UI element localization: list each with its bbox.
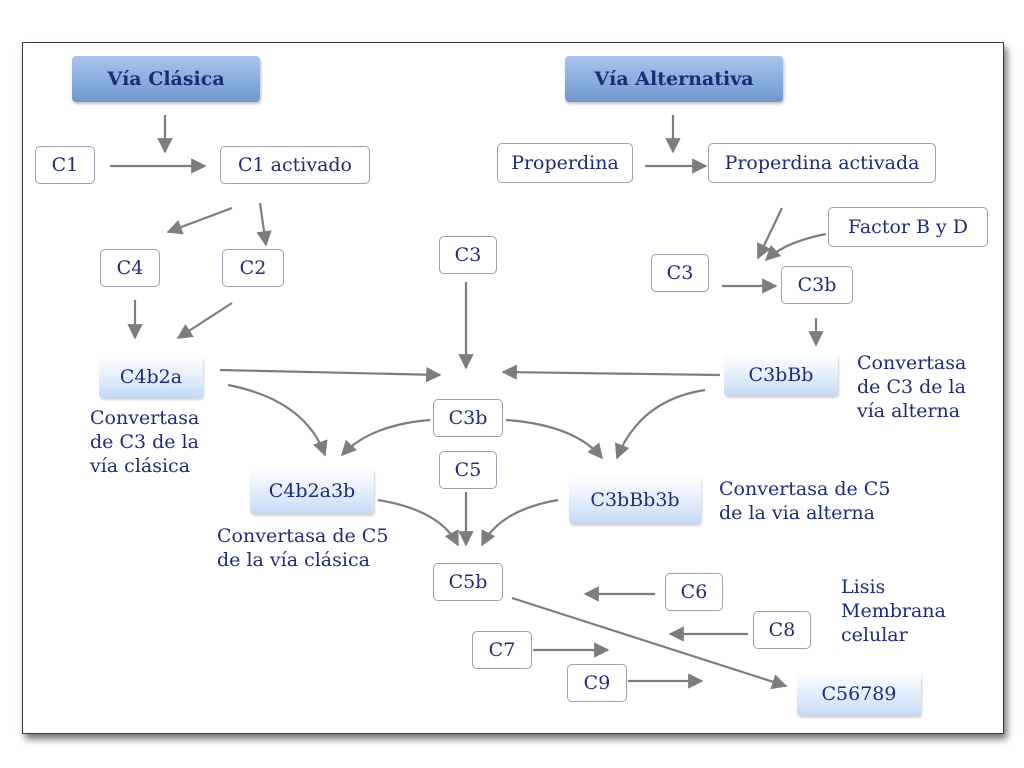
arrow-activada-to-c3b [757,207,783,260]
label-line: de C3 de la [90,431,199,453]
arrow-c1activado-to-c4 [166,206,233,235]
label-convertasa-c3-alterna: Convertasa de C3 de la vía alterna [857,351,966,423]
arrow-factorb-to-c3b [764,232,827,262]
label-line: vía clásica [90,455,191,477]
node-c8: C8 [753,611,811,649]
label-lisis-membrana: Lisis Membrana celular [841,575,946,647]
label-line: celular [841,624,908,646]
label-convertasa-c3-clasica: Convertasa de C3 de la vía clásica [90,406,199,478]
arrow-c3bbb-to-center [501,364,721,380]
node-c56789: C56789 [797,672,921,716]
arrow-c3b-to-c4b2a3b [340,418,431,457]
node-c3-alt: C3 [651,254,709,292]
node-c3-center: C3 [439,236,497,274]
arrow-c3bbb3b-to-c5b [481,498,559,547]
node-c3b-center: C3b [433,399,503,437]
arrow-c2-to-c4b2a [176,302,233,339]
arrow-c3bbb-to-c3bbb3b [614,388,706,460]
label-line: Convertasa [857,352,967,374]
label-line: Convertasa de C5 [719,478,891,500]
label-line: Membrana [841,600,946,622]
node-properdina: Properdina [497,143,633,183]
arrow-c1activado-to-c2 [256,202,272,247]
node-c1: C1 [35,146,95,184]
node-properdina-activada: Properdina activada [708,143,936,183]
label-line: de la via alterna [719,502,875,524]
label-line: Convertasa de C5 [217,525,389,547]
label-convertasa-c5-alterna: Convertasa de C5 de la via alterna [719,477,890,525]
label-line: de la vía clásica [217,549,370,571]
node-c5: C5 [439,451,497,489]
node-c4b2a3b: C4b2a3b [250,468,374,514]
node-c3bbb3b: C3bBb3b [569,476,701,524]
node-c1-activado: C1 activado [220,146,370,184]
node-c9: C9 [567,664,627,702]
node-c4b2a: C4b2a [99,356,203,398]
arrow-c4b2a-to-c4b2a3b [227,383,328,457]
header-via-alternativa: Vía Alternativa [565,56,783,102]
label-line: vía alterna [857,400,961,422]
node-factor-b-y-d: Factor B y D [828,207,988,247]
node-c4: C4 [100,249,160,287]
label-line: Lisis [841,576,886,598]
node-c3bbb: C3bBb [724,354,838,396]
label-line: de C3 de la [857,376,966,398]
label-line: Convertasa [90,407,200,429]
label-convertasa-c5-clasica: Convertasa de C5 de la vía clásica [217,524,388,572]
arrow-c5b-to-c56789 [511,596,788,690]
arrow-c4b2a-to-center [219,366,442,383]
node-c2: C2 [222,249,284,287]
node-c3b-alt: C3b [781,266,853,304]
node-c6: C6 [665,573,723,611]
header-via-clasica: Vía Clásica [72,56,260,102]
arrow-c3b-to-c3bbb3b [505,418,603,460]
arrow-c4b2a3b-to-c5b [377,498,459,547]
node-c5b: C5b [433,563,503,601]
node-c7: C7 [472,631,532,669]
